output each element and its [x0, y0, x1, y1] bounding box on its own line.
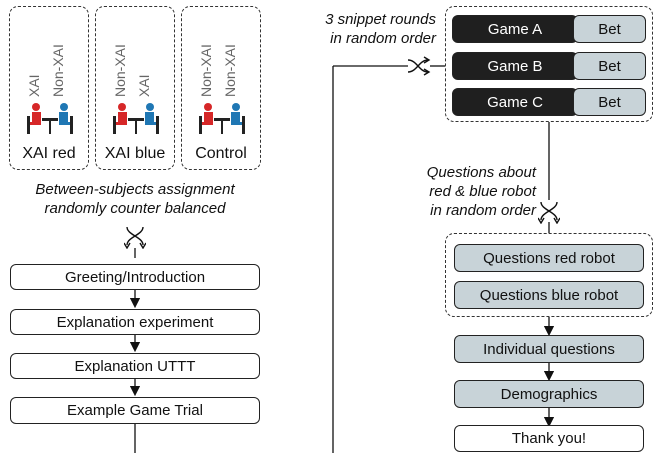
step-explanation-uttt: Explanation UTTT	[10, 353, 260, 379]
bet-button: Bet	[573, 15, 646, 43]
condition-xai-red: XAI Non-XAI XAI red	[9, 6, 89, 170]
bet-button: Bet	[573, 88, 646, 116]
questions-note: Questions about red & blue robot in rand…	[395, 163, 536, 220]
questions-note-line3: in random order	[430, 202, 536, 219]
game-b: Game B	[452, 52, 578, 80]
shuffle-icon	[407, 56, 431, 76]
questions-blue-robot: Questions blue robot	[454, 281, 644, 309]
demographics: Demographics	[454, 380, 644, 408]
snippet-note: 3 snippet rounds in random order	[296, 10, 436, 48]
shuffle-icon	[538, 201, 560, 224]
game-c: Game C	[452, 88, 578, 116]
robots-table-icon	[113, 103, 159, 134]
left-robot-label: XAI	[26, 74, 42, 97]
robots-table-icon	[27, 103, 73, 134]
individual-questions: Individual questions	[454, 335, 644, 363]
condition-xai-blue: Non-XAI XAI XAI blue	[95, 6, 175, 170]
condition-label: XAI blue	[104, 145, 166, 162]
condition-control: Non-XAI Non-XAI Control	[181, 6, 261, 170]
snippet-note-line2: in random order	[330, 30, 436, 47]
games-group	[445, 6, 653, 122]
right-robot-label: XAI	[136, 74, 152, 97]
robot-questions-group	[445, 233, 653, 317]
step-example-game-trial: Example Game Trial	[10, 397, 260, 424]
shuffle-icon	[124, 226, 146, 249]
left-robot-label: Non-XAI	[198, 44, 214, 97]
questions-red-robot: Questions red robot	[454, 244, 644, 272]
robots-table-icon	[199, 103, 245, 134]
assignment-note-line2: randomly counter balanced	[44, 200, 226, 217]
right-robot-label: Non-XAI	[50, 44, 66, 97]
condition-label: XAI red	[22, 145, 76, 162]
snippet-note-line1: 3 snippet rounds	[325, 11, 436, 28]
left-robot-label: Non-XAI	[112, 44, 128, 97]
condition-label: Control	[195, 145, 247, 162]
thank-you: Thank you!	[454, 425, 644, 452]
step-explanation-experiment: Explanation experiment	[10, 309, 260, 335]
questions-note-line1: Questions about	[426, 164, 536, 181]
step-greeting: Greeting/Introduction	[10, 264, 260, 290]
assignment-note: Between-subjects assignment randomly cou…	[0, 180, 270, 218]
game-a: Game A	[452, 15, 578, 43]
bet-button: Bet	[573, 52, 646, 80]
assignment-note-line1: Between-subjects assignment	[35, 181, 235, 198]
right-robot-label: Non-XAI	[222, 44, 238, 97]
questions-note-line2: red & blue robot	[429, 183, 536, 200]
